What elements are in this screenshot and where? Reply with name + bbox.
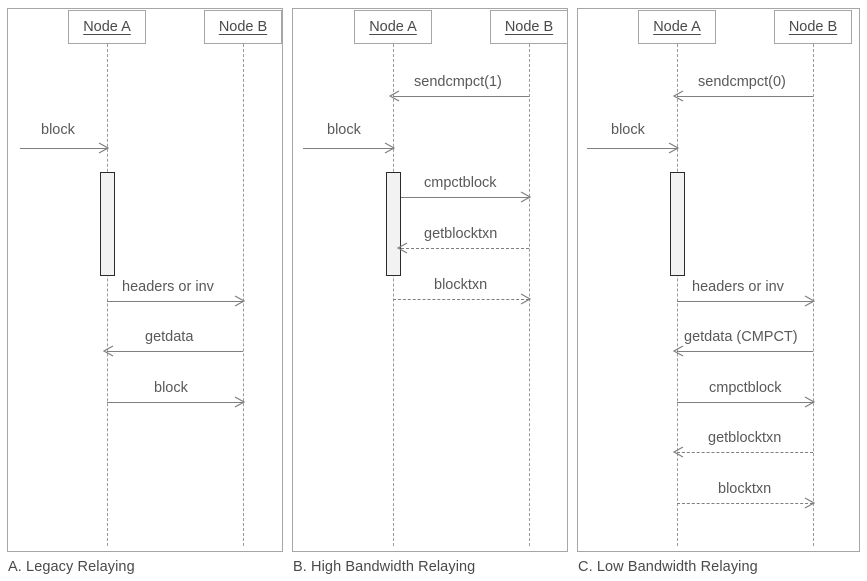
panel-a-node-b-box[interactable]: Node B [204,10,282,44]
panel-a-node-a-lifeline [107,44,108,546]
panel-a-arrowhead-block-in [98,142,110,154]
panel-b-arrowhead-cmpctblock [520,191,532,203]
panel-a-node-b-lifeline [243,44,244,546]
panel-c-message-label-blocktxn: blocktxn [718,481,772,497]
panel-c-message-label-getdata-cmpct: getdata (CMPCT) [684,329,798,345]
panel-a-node-b-label: Node B [218,19,268,35]
panel-a-arrowhead-headers-or-inv [234,295,246,307]
panel-a-message-line-block-out [107,402,243,403]
panel-high-bandwidth-relaying [292,8,568,552]
panel-c-message-line-block-in [587,148,677,149]
panel-c-message-label-cmpctblock: cmpctblock [709,380,782,396]
panel-c-node-a-label: Node A [653,19,701,35]
panel-a-message-label-headers-or-inv: headers or inv [122,279,214,295]
panel-b-node-a-label: Node A [369,19,417,35]
panel-c-message-line-getdata-cmpct [677,351,813,352]
panel-c-node-a-lifeline [677,44,678,546]
panel-a-message-label-getdata: getdata [145,329,194,345]
panel-b-node-a-lifeline [393,44,394,546]
panel-b-message-line-blocktxn [393,299,529,300]
panel-a-node-a-box[interactable]: Node A [68,10,146,44]
panel-b-node-b-box[interactable]: Node B [490,10,568,44]
panel-a-arrowhead-block-out [234,396,246,408]
panel-c-node-b-lifeline [813,44,814,546]
panel-b-arrowhead-getblocktxn [396,242,409,254]
panel-a-message-line-headers-or-inv [107,301,243,302]
panel-low-bandwidth-relaying [577,8,860,552]
panel-c-message-label-headers-or-inv: headers or inv [692,279,784,295]
panel-c-arrowhead-cmpctblock [804,396,816,408]
panel-c-message-line-headers-or-inv [677,301,813,302]
panel-b-node-b-label: Node B [504,19,554,35]
panel-legacy-relaying [7,8,283,552]
panel-b-message-line-block-in [303,148,393,149]
panel-c-node-b-box[interactable]: Node B [774,10,852,44]
panel-a-caption: A. Legacy Relaying [8,559,135,575]
panel-c-message-line-blocktxn [677,503,813,504]
panel-a-message-line-block-in [20,148,107,149]
panel-c-node-a-activation [670,172,685,276]
panel-b-node-a-activation [386,172,401,276]
panel-c-arrowhead-getblocktxn [672,446,685,458]
panel-b-message-label-getblocktxn: getblocktxn [424,226,498,242]
panel-b-arrowhead-sendcmpct [388,90,401,102]
panel-c-message-label-block-in: block [611,122,645,138]
panel-c-arrowhead-blocktxn [804,497,816,509]
panel-a-message-line-getdata [107,351,243,352]
panel-b-message-label-sendcmpct: sendcmpct(1) [414,74,502,90]
panel-b-arrowhead-block-in [384,142,396,154]
panel-c-message-label-getblocktxn: getblocktxn [708,430,782,446]
panel-a-arrowhead-getdata [102,345,115,357]
panel-b-message-label-block-in: block [327,122,361,138]
panel-a-node-a-activation [100,172,115,276]
panel-a-message-label-block-out: block [154,380,188,396]
panel-c-arrowhead-sendcmpct [672,90,685,102]
panel-b-message-line-sendcmpct [393,96,529,97]
panel-c-arrowhead-headers-or-inv [804,295,816,307]
panel-c-message-line-sendcmpct [677,96,813,97]
panel-b-message-line-cmpctblock [401,197,529,198]
panel-b-caption: B. High Bandwidth Relaying [293,559,476,575]
panel-c-message-line-getblocktxn [677,452,813,453]
panel-a-message-label-block-in: block [41,122,75,138]
panel-a-node-a-label: Node A [83,19,131,35]
panel-b-node-b-lifeline [529,44,530,546]
panel-c-message-line-cmpctblock [677,402,813,403]
panel-c-node-a-box[interactable]: Node A [638,10,716,44]
panel-b-message-line-getblocktxn [401,248,529,249]
panel-c-node-b-label: Node B [788,19,838,35]
panel-c-caption: C. Low Bandwidth Relaying [578,559,758,575]
panel-c-arrowhead-block-in [668,142,680,154]
panel-b-arrowhead-blocktxn [520,293,532,305]
panel-b-message-label-cmpctblock: cmpctblock [424,175,497,191]
panel-b-message-label-blocktxn: blocktxn [434,277,488,293]
panel-c-message-label-sendcmpct: sendcmpct(0) [698,74,786,90]
panel-b-node-a-box[interactable]: Node A [354,10,432,44]
panel-c-arrowhead-getdata-cmpct [672,345,685,357]
